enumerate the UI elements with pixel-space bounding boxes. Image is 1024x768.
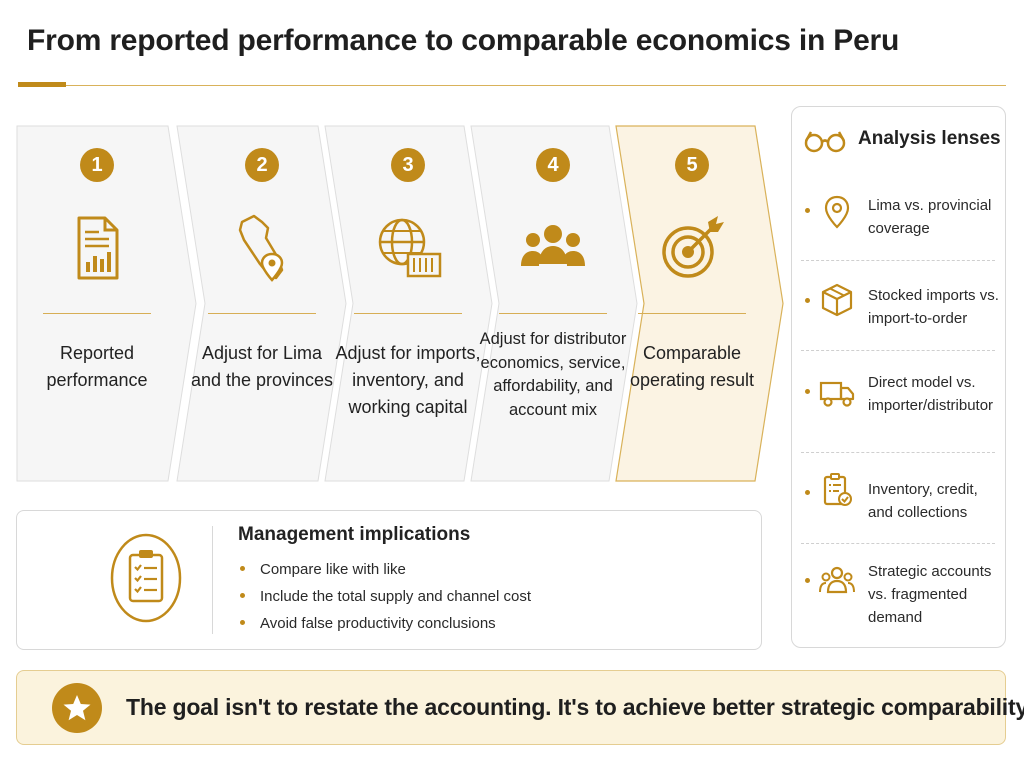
bullet: [805, 208, 810, 213]
bullet: [240, 592, 245, 598]
step-divider: [499, 313, 607, 314]
bullet: [805, 490, 810, 495]
management-title: Management implications: [238, 524, 471, 545]
bullet: [805, 389, 810, 394]
step-label: Reported performance: [46, 343, 148, 390]
lens-separator: [801, 543, 995, 544]
lens-item: Lima vs. provincial coverage: [801, 190, 1001, 250]
management-divider: [212, 526, 213, 634]
conclusion-text: The goal isn't to restate the accounting…: [126, 694, 1024, 720]
clipboard-check-icon: [819, 472, 855, 508]
peru-map-pin-icon: [222, 208, 302, 288]
conclusion-banner: [16, 670, 1006, 745]
lens-item: Inventory, credit, and collections: [801, 472, 1001, 532]
lens-text: Direct model vs. importer/distributor: [868, 374, 994, 414]
step-5: 5 Comparable operating result: [620, 126, 798, 481]
step-label: Adjust for imports, inventory, and worki…: [335, 343, 481, 417]
step-number: 1: [80, 148, 114, 182]
step-3: 3 Adjust for imports, inventory, and wor…: [333, 126, 483, 481]
analysis-lenses-panel: [791, 106, 1006, 648]
management-implications-panel: [16, 510, 762, 650]
step-number: 3: [391, 148, 425, 182]
step-divider: [43, 313, 151, 314]
step-label: Comparable operating result: [629, 343, 755, 390]
management-item: Include the total supply and channel cos…: [240, 588, 531, 605]
lens-separator: [801, 350, 995, 351]
step-label: Adjust for Lima and the provinces: [190, 343, 334, 390]
lens-separator: [801, 452, 995, 453]
bullet: [240, 565, 245, 571]
step-number: 4: [536, 148, 570, 182]
chevron-shapes: [16, 125, 784, 482]
step-number: 2: [245, 148, 279, 182]
management-item: Compare like with like: [240, 561, 406, 578]
analysis-lenses-title: Analysis lenses: [858, 128, 1001, 149]
location-pin-icon: [819, 194, 855, 230]
group-icon: [819, 562, 855, 598]
step-4: 4 Adjust for distributor economics, serv…: [478, 126, 628, 481]
lens-text: Stocked imports vs. import-to-order: [868, 287, 999, 327]
process-steps: 1 Reported performance 2: [16, 125, 784, 482]
bullet: [805, 298, 810, 303]
lens-item: Strategic accounts vs. fragmented demand: [801, 560, 1001, 630]
management-item-text: Include the total supply and channel cos…: [260, 588, 532, 605]
title-rule: [18, 85, 1006, 86]
step-2: 2 Adjust for Lima and the provinces: [187, 126, 337, 481]
star-icon: [63, 695, 91, 721]
step-number: 5: [675, 148, 709, 182]
lens-item: Direct model vs. importer/distributor: [801, 369, 1001, 429]
report-document-icon: [57, 208, 137, 288]
step-divider: [638, 313, 746, 314]
box-icon: [819, 282, 855, 318]
truck-icon: [819, 375, 855, 411]
management-item-text: Compare like with like: [260, 561, 406, 578]
people-group-icon: [513, 208, 593, 288]
step-5-chevron: [615, 125, 784, 482]
management-item: Avoid false productivity conclusions: [240, 615, 496, 632]
bullet: [240, 619, 245, 625]
lens-text: Strategic accounts vs. fragmented demand: [868, 563, 992, 626]
target-arrow-icon: [652, 208, 732, 288]
bullet: [805, 578, 810, 583]
lens-item: Stocked imports vs. import-to-order: [801, 280, 1001, 340]
management-item-text: Avoid false productivity conclusions: [260, 615, 496, 632]
lens-text: Inventory, credit, and collections: [868, 481, 978, 521]
step-label: Adjust for distributor economics, servic…: [479, 330, 627, 419]
step-1-chevron: [16, 125, 197, 482]
step-4-chevron: [470, 125, 638, 482]
step-2-chevron: [176, 125, 347, 482]
page-title: From reported performance to comparable …: [27, 24, 900, 57]
glasses-icon: [804, 131, 846, 153]
step-divider: [354, 313, 462, 314]
globe-container-icon: [368, 208, 448, 288]
title-accent-bar: [18, 82, 66, 87]
step-divider: [208, 313, 316, 314]
step-3-chevron: [324, 125, 493, 482]
step-1: 1 Reported performance: [22, 126, 172, 481]
clipboard-checklist-icon: [110, 533, 182, 623]
lens-text: Lima vs. provincial coverage: [868, 197, 992, 237]
lens-separator: [801, 260, 995, 261]
